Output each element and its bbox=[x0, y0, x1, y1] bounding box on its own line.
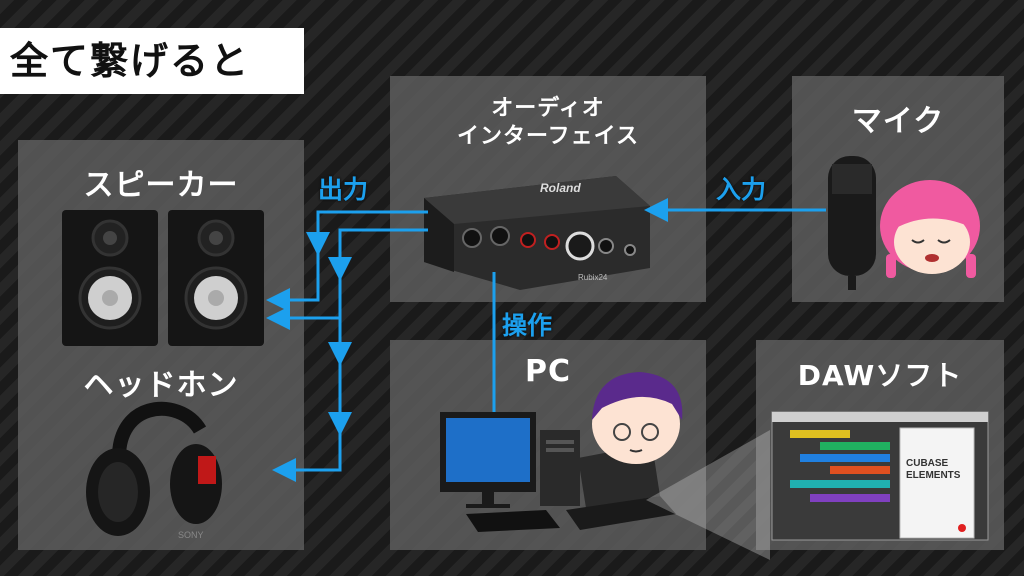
purple-character-icon bbox=[592, 372, 683, 464]
daw-label: DAWソフト bbox=[797, 359, 963, 392]
audio-interface-icon: Roland Rubix24 bbox=[424, 176, 650, 290]
speaker-left-icon bbox=[62, 210, 158, 346]
interface-label-line1: オーディオ bbox=[491, 96, 605, 121]
input-label: 入力 bbox=[716, 175, 767, 204]
control-label: 操作 bbox=[502, 311, 553, 340]
pc-label: PC bbox=[524, 354, 571, 389]
page-title: 全て繋げると bbox=[0, 28, 304, 94]
interface-label-line2: インターフェイス bbox=[456, 124, 640, 149]
speaker-label: スピーカー bbox=[83, 168, 239, 203]
pc-tower-icon bbox=[540, 430, 580, 506]
interface-to-headphone-line bbox=[272, 318, 342, 482]
connection-lines bbox=[266, 198, 826, 482]
pink-character-icon bbox=[880, 180, 980, 278]
daw-box-line2: ELEMENTS bbox=[906, 470, 961, 481]
keyboard-icon bbox=[466, 510, 560, 532]
mic-label: マイク bbox=[851, 104, 945, 139]
output-label: 出力 bbox=[318, 175, 369, 204]
interface-model-text: Rubix24 bbox=[578, 273, 608, 282]
headphone-brand-text: SONY bbox=[178, 530, 204, 540]
headphones-icon: SONY bbox=[86, 401, 222, 540]
daw-box-line1: CUBASE bbox=[906, 458, 949, 469]
speaker-right-icon bbox=[168, 210, 264, 346]
interface-to-speaker-line-2 bbox=[266, 228, 428, 330]
daw-callout-pointer bbox=[646, 430, 770, 560]
interface-brand-text: Roland bbox=[540, 181, 581, 195]
interface-to-speaker-line-1 bbox=[266, 210, 428, 312]
headphone-label: ヘッドホン bbox=[83, 368, 239, 403]
pc-monitor-icon bbox=[440, 412, 536, 508]
microphone-icon bbox=[828, 156, 876, 290]
cubase-box-icon: CUBASE ELEMENTS bbox=[899, 427, 975, 539]
